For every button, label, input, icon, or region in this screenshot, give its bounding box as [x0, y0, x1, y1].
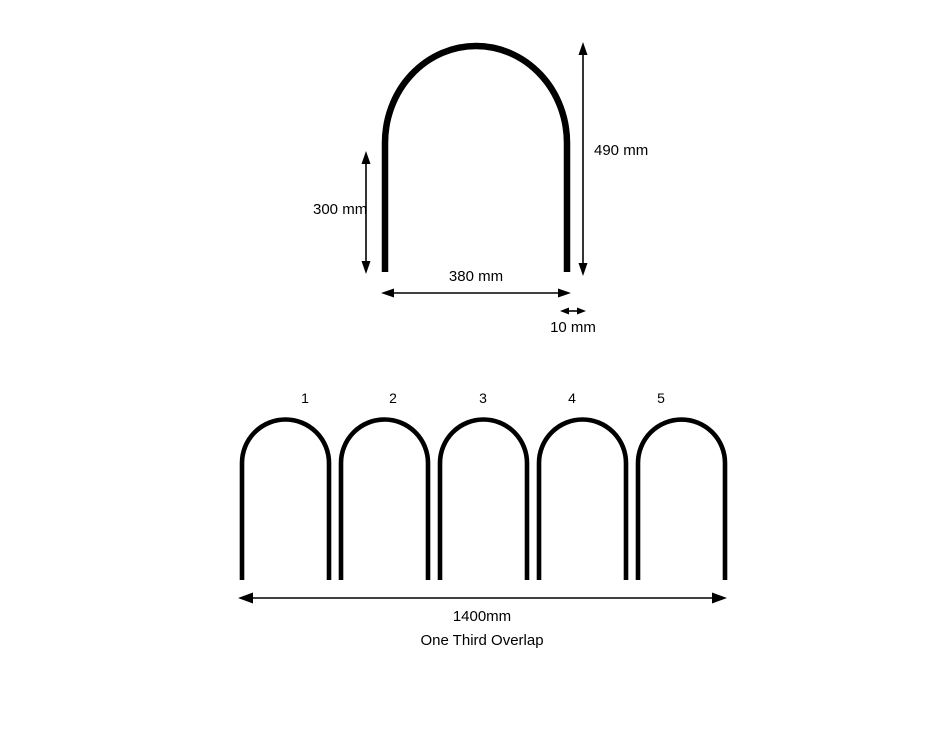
- arrowhead-490-bottom: [578, 263, 588, 276]
- arrowhead-490-top: [578, 42, 588, 55]
- arrowhead-380-right: [558, 288, 571, 298]
- dimension-label-span-width: 380 mm: [449, 268, 503, 285]
- dimension-label-total-run: 1400mm: [453, 608, 511, 625]
- dimension-span-width: 380 mm: [381, 268, 571, 298]
- dimension-total-run: 1400mm: [238, 592, 727, 625]
- dimension-label-leg-height: 300 mm: [313, 201, 367, 218]
- arrowhead-10-left: [560, 307, 569, 315]
- single-hoop-figure: 490 mm 300 mm 380 mm 10 mm: [313, 42, 648, 336]
- row-hoop-5: [635, 417, 728, 580]
- arrowhead-300-top: [361, 151, 371, 164]
- hoop-row-caption: One Third Overlap: [420, 632, 543, 649]
- dimension-overall-height: 490 mm: [578, 42, 648, 276]
- hoop-number-5: 5: [657, 390, 665, 406]
- hoop-number-3: 3: [479, 390, 487, 406]
- dimension-leg-height: 300 mm: [313, 151, 371, 274]
- arrowhead-10-right: [577, 307, 586, 315]
- hoop-profile-path: [381, 42, 571, 272]
- arrowhead-380-left: [381, 288, 394, 298]
- hoop-number-2: 2: [389, 390, 397, 406]
- arrowhead-300-bottom: [361, 261, 371, 274]
- arrowhead-1400-left: [238, 592, 253, 604]
- row-hoop-4: [536, 417, 629, 580]
- hoop-number-4: 4: [568, 390, 576, 406]
- row-hoop-1: [239, 417, 332, 580]
- row-hoop-3: [437, 417, 530, 580]
- hoop-row-figure: 1 2 3 4 5 1400mm One Third Overlap: [238, 390, 728, 649]
- arrowhead-1400-right: [712, 592, 727, 604]
- hoop-number-1: 1: [301, 390, 309, 406]
- row-hoop-2: [338, 417, 431, 580]
- dimension-tube-diameter: 10 mm: [550, 307, 596, 336]
- dimension-label-overall-height: 490 mm: [594, 142, 648, 159]
- dimension-label-tube-diameter: 10 mm: [550, 319, 596, 336]
